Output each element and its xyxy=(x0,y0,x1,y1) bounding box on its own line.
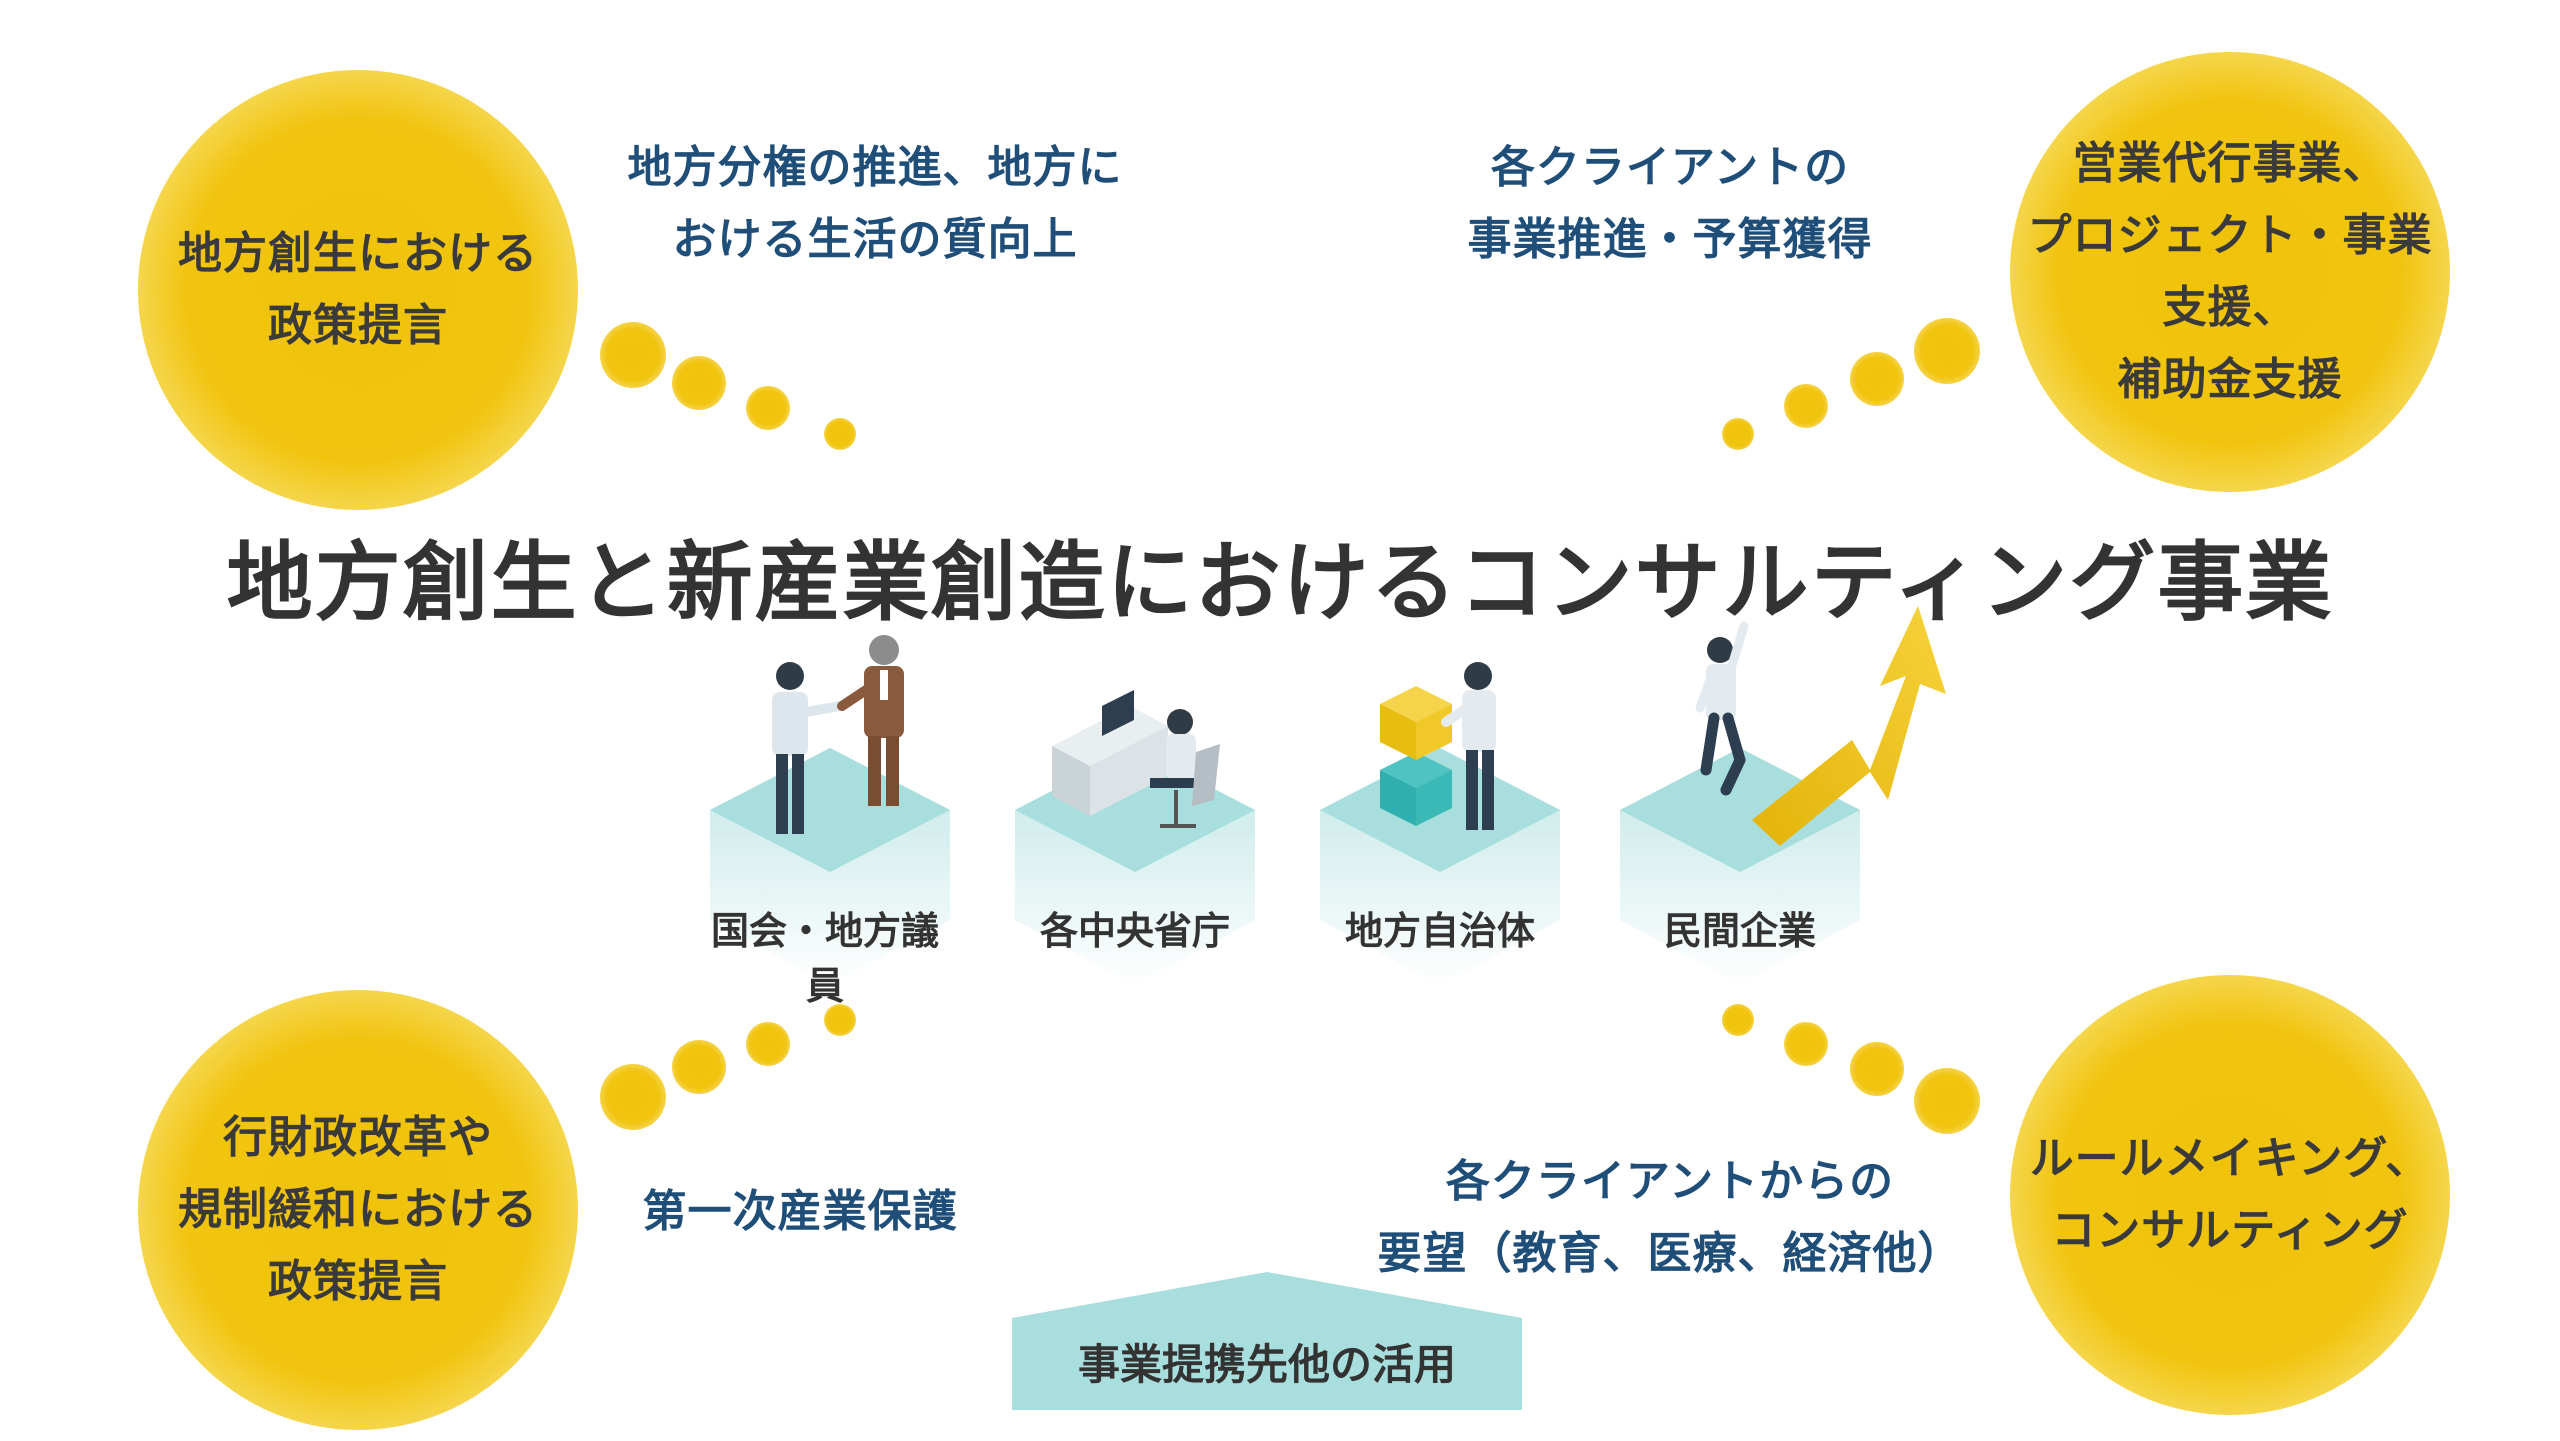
blocks-icon xyxy=(1380,662,1496,830)
circle-top-left-text: 地方創生における 政策提言 xyxy=(178,228,538,351)
handshake-icon xyxy=(772,635,904,834)
note-top-right: 各クライアントの 事業推進・予算獲得 xyxy=(1467,142,1873,265)
dot-trail-top-right-3 xyxy=(1784,384,1828,428)
stakeholder-label-1: 国会・地方議員 xyxy=(710,909,939,1008)
dot-trail-bottom-right-1 xyxy=(1914,1068,1980,1134)
dot-trail-bottom-left-3 xyxy=(746,1022,790,1066)
dot-trail-bottom-right-3 xyxy=(1784,1022,1828,1066)
growth-arrow-icon xyxy=(1695,606,1946,846)
circle-bottom-right: ルールメイキング、 コンサルティング xyxy=(2010,975,2450,1415)
dot-trail-top-right-2 xyxy=(1850,352,1904,406)
dot-trail-bottom-right-2 xyxy=(1850,1042,1904,1096)
dot-trail-top-left-1 xyxy=(600,322,666,388)
dot-trail-top-left-2 xyxy=(672,356,726,410)
circle-bottom-left: 行財政改革や 規制緩和における 政策提言 xyxy=(138,990,578,1430)
stakeholder-label-3: 地方自治体 xyxy=(1344,909,1535,953)
page-title: 地方創生と新産業創造におけるコンサルティング事業 xyxy=(226,533,2334,633)
dot-trail-top-right-4 xyxy=(1722,418,1754,450)
note-bottom-left: 第一次産業保護 xyxy=(642,1186,958,1237)
dot-trail-bottom-right-4 xyxy=(1722,1004,1754,1036)
circle-bottom-left-text: 行財政改革や 規制緩和における 政策提言 xyxy=(178,1112,538,1307)
partners-label: 事業提携先他の活用 xyxy=(1077,1340,1456,1389)
partners-banner xyxy=(1012,1272,1522,1410)
dot-trail-bottom-left-4 xyxy=(824,1004,856,1036)
note-top-left: 地方分権の推進、地方に おける生活の質向上 xyxy=(627,142,1123,265)
circle-top-right-text: 営業代行事業、 プロジェクト・事業支援、 補助金支援 xyxy=(2027,138,2433,405)
stakeholder-label-2: 各中央省庁 xyxy=(1039,909,1230,953)
dot-trail-top-right-1 xyxy=(1914,318,1980,384)
dot-trail-bottom-left-2 xyxy=(672,1040,726,1094)
dot-trail-top-left-4 xyxy=(824,418,856,450)
dot-trail-bottom-left-1 xyxy=(600,1064,666,1130)
stakeholder-label-4: 民間企業 xyxy=(1663,909,1816,953)
circle-top-left: 地方創生における 政策提言 xyxy=(138,70,578,510)
dot-trail-top-left-3 xyxy=(746,386,790,430)
note-bottom-right: 各クライアントからの 要望（教育、医療、経済他） xyxy=(1377,1156,1963,1279)
circle-top-right: 営業代行事業、 プロジェクト・事業支援、 補助金支援 xyxy=(2010,52,2450,492)
circle-bottom-right-text: ルールメイキング、 コンサルティング xyxy=(2029,1133,2431,1256)
computer-desk-icon xyxy=(1052,690,1220,828)
